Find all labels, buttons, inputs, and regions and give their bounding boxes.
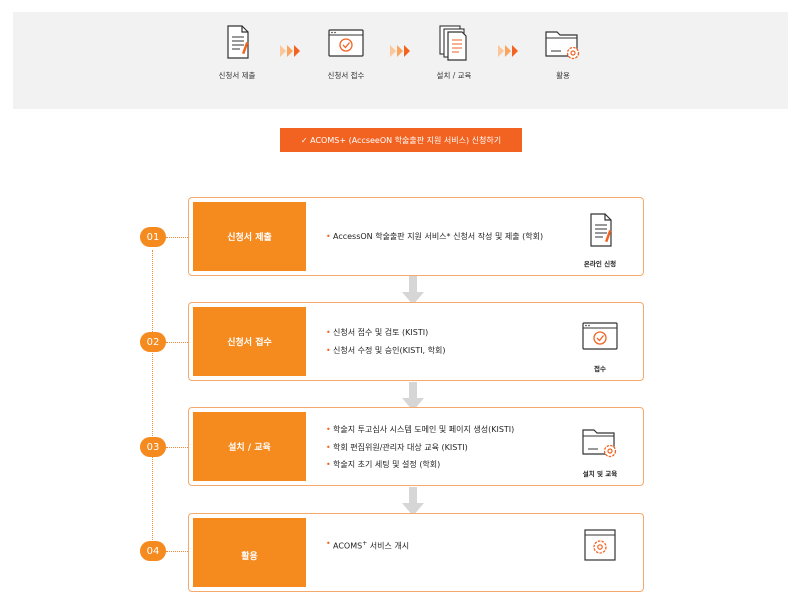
step-number-04: 04 (140, 541, 166, 561)
connector-line (166, 342, 190, 343)
step-icon-box: 설치 및 교육 (565, 422, 635, 478)
top-step-label: 신청서 제출 (218, 71, 256, 80)
step-bullets: AccessON 학술출판 지원 서비스* 신청서 작성 및 제출 (학회) (326, 228, 553, 246)
document-icon (227, 25, 249, 59)
connector-line (166, 447, 190, 448)
document-icon (590, 213, 612, 247)
connector-line (166, 551, 190, 552)
bullet-item: 학회 편집위원/관리자 대상 교육 (KISTI) (326, 439, 553, 457)
window-check-icon (582, 322, 618, 350)
step-bullets: 학술지 투고심사 시스템 도메인 및 페이지 생성(KISTI) 학회 편집위원… (326, 421, 553, 474)
window-check-icon (328, 29, 364, 57)
bullet-text: ACOMS (333, 541, 363, 551)
connector-line (166, 237, 190, 238)
step-icon-box: 온라인 신청 (565, 212, 635, 268)
step-card-submit: 신청서 제출 AccessON 학술출판 지원 서비스* 신청서 작성 및 제출… (188, 197, 644, 276)
step-icon-box: 접수 (565, 317, 635, 373)
step-icon-box (565, 528, 635, 570)
bullet-sup: + (362, 540, 368, 547)
top-step-install: 설치 / 교육 (404, 24, 504, 81)
step-title: 신청서 제출 (193, 202, 306, 271)
folder-gear-icon (582, 429, 617, 458)
timeline-line (152, 250, 153, 550)
top-step-label: 신청서 접수 (327, 71, 365, 80)
top-step-submit: 신청서 제출 (187, 24, 287, 81)
step-icon-label: 접수 (594, 365, 606, 373)
bullet-text: 서비스 개시 (367, 541, 410, 551)
step-bullets: 신청서 접수 및 검토 (KISTI) 신청서 수정 및 승인(KISTI, 학… (326, 324, 553, 359)
documents-stack-icon (439, 25, 467, 61)
step-number-02: 02 (140, 332, 166, 352)
step-card-use: 활용 ACOMS+ 서비스 개시 (188, 513, 644, 592)
top-step-receipt: 신청서 접수 (296, 24, 396, 81)
bullet-item: 신청서 접수 및 검토 (KISTI) (326, 324, 553, 342)
step-title: 활용 (193, 518, 306, 587)
chevron-arrows-icon (280, 45, 300, 57)
process-overview-band (13, 12, 788, 109)
down-arrow-icon (402, 487, 424, 516)
top-step-label: 설치 / 교육 (436, 71, 472, 80)
step-title: 설치 / 교육 (193, 412, 306, 481)
step-card-install: 설치 / 교육 학술지 투고심사 시스템 도메인 및 페이지 생성(KISTI)… (188, 407, 644, 486)
step-icon-label: 설치 및 교육 (582, 470, 618, 478)
bullet-item: ACOMS+ 서비스 개시 (326, 535, 553, 555)
chevron-arrows-icon (390, 45, 410, 57)
chevron-arrows-icon (498, 45, 518, 57)
bullet-item: 신청서 수정 및 승인(KISTI, 학회) (326, 342, 553, 360)
folder-gear-icon (545, 31, 580, 60)
step-number-03: 03 (140, 437, 166, 457)
bullet-item: 학술지 투고심사 시스템 도메인 및 페이지 생성(KISTI) (326, 421, 553, 439)
step-card-receipt: 신청서 접수 신청서 접수 및 검토 (KISTI) 신청서 수정 및 승인(K… (188, 302, 644, 381)
bullet-item: 학술지 초기 세팅 및 설정 (학회) (326, 456, 553, 474)
bullet-item: AccessON 학술출판 지원 서비스* 신청서 작성 및 제출 (학회) (326, 228, 553, 246)
step-number-01: 01 (140, 227, 166, 247)
step-icon-label: 온라인 신청 (583, 260, 617, 268)
window-gear-icon (584, 529, 616, 561)
step-title: 신청서 접수 (193, 307, 306, 376)
down-arrow-icon (402, 382, 424, 411)
down-arrow-icon (402, 276, 424, 305)
apply-acoms-button[interactable]: ✓ ACOMS+ (AccseeON 학술출판 지원 서비스) 신청하기 (280, 128, 522, 152)
step-bullets: ACOMS+ 서비스 개시 (326, 535, 553, 555)
top-step-use: 활용 (513, 24, 613, 81)
top-step-label: 활용 (556, 71, 570, 80)
